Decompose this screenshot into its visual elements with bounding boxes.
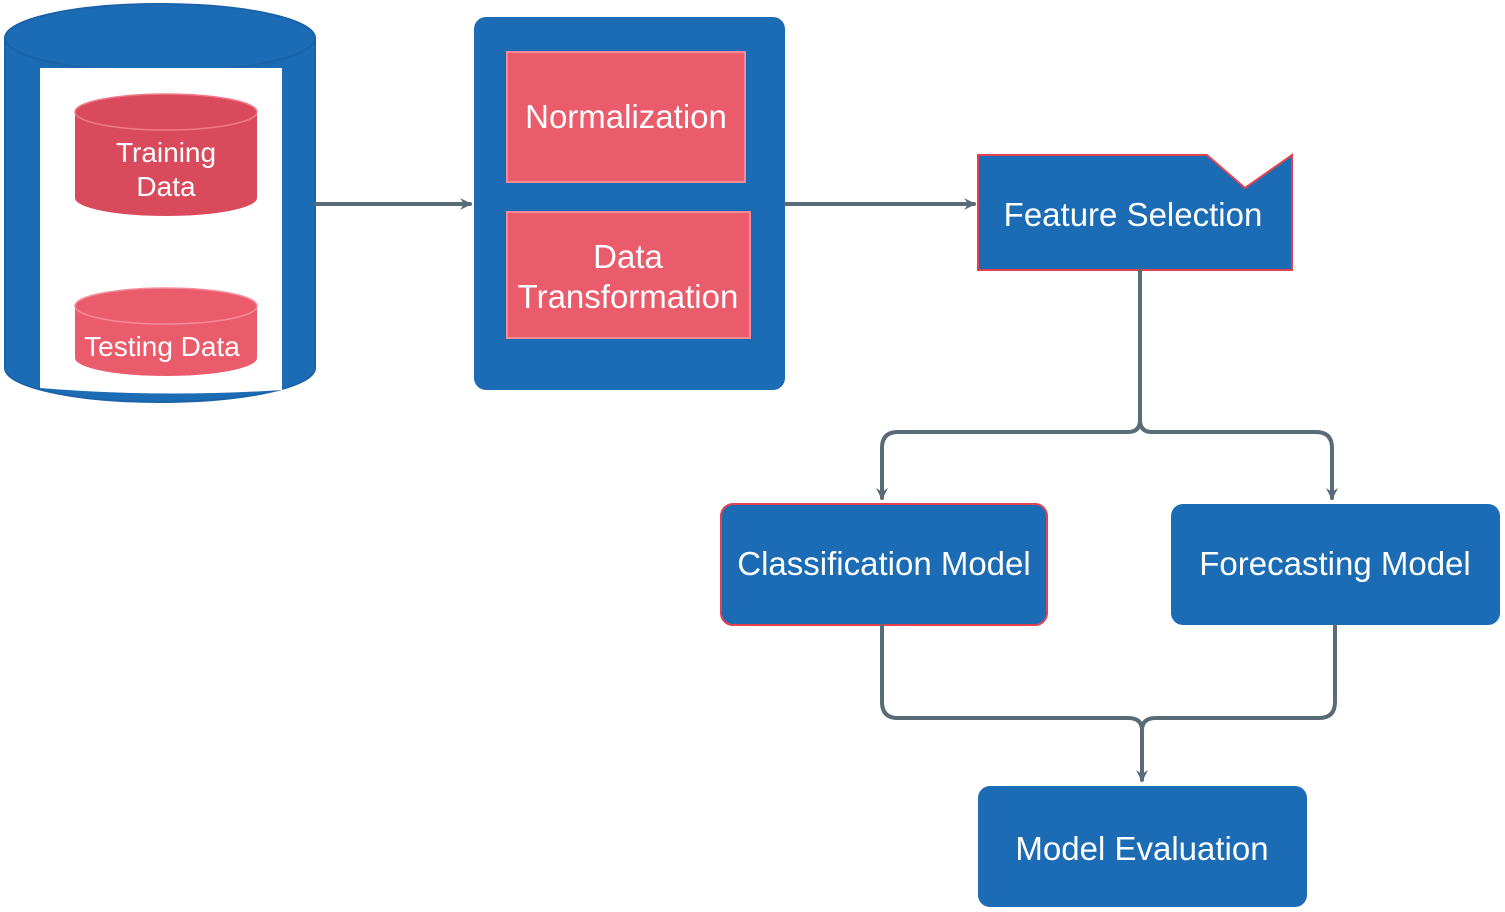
classification-model-node: Classification Model: [720, 503, 1048, 626]
training-data-label-line1: Training: [116, 137, 216, 168]
testing-data-label: Testing Data: [84, 331, 240, 362]
normalization-box: Normalization: [506, 51, 746, 183]
connector-forecasting-to-evaluation: [1140, 624, 1337, 732]
connector-feature-selection-to-classification: [876, 268, 1142, 500]
preprocessing-container: Normalization Data Transformation: [474, 17, 785, 390]
data-transformation-label-line1: Data: [593, 238, 663, 275]
training-data-cylinder: Training Data: [74, 93, 258, 216]
database-top: [4, 3, 316, 73]
connector-classification-to-evaluation: [880, 624, 1148, 782]
model-evaluation-node: Model Evaluation: [978, 786, 1307, 907]
dataset-database: Training Data Testing Data: [4, 3, 316, 403]
normalization-label: Normalization: [525, 98, 727, 135]
connector-feature-selection-to-forecasting: [1138, 418, 1338, 500]
forecasting-model-node: Forecasting Model: [1171, 504, 1500, 625]
classification-model-label: Classification Model: [737, 545, 1030, 582]
testing-data-cylinder: Testing Data: [74, 287, 258, 376]
feature-selection-node: Feature Selection: [977, 153, 1293, 271]
data-transformation-box: Data Transformation: [506, 211, 751, 339]
training-data-label-line2: Data: [136, 171, 196, 202]
data-transformation-label-line2: Transformation: [518, 278, 739, 315]
model-evaluation-label: Model Evaluation: [1015, 830, 1268, 867]
forecasting-model-label: Forecasting Model: [1199, 545, 1470, 582]
feature-selection-label: Feature Selection: [1004, 196, 1263, 233]
